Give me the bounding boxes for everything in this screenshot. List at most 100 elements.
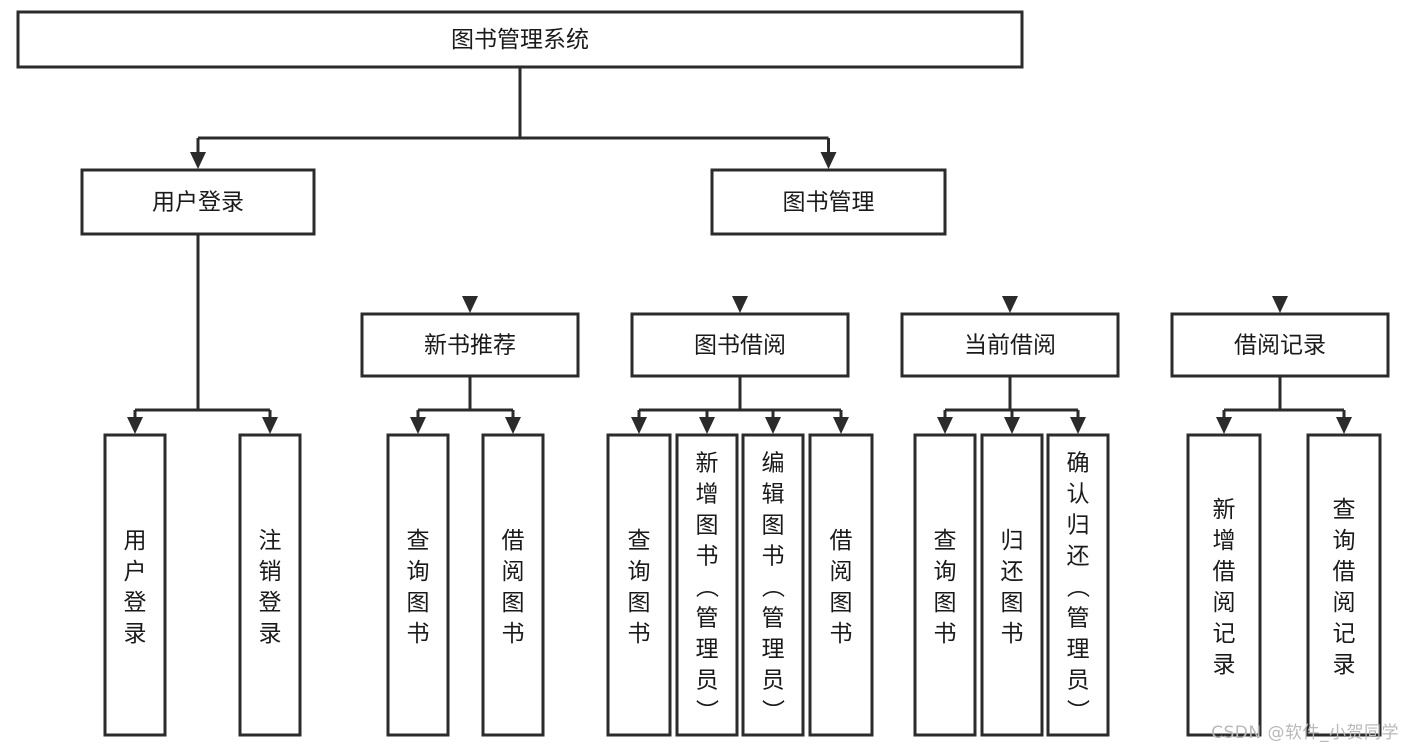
node-label-char: 图	[762, 513, 785, 539]
node-label-char: 编	[762, 451, 785, 477]
edges-layer	[127, 67, 1352, 434]
node-label-char: 书	[830, 621, 853, 647]
node-label-char: 登	[259, 590, 282, 616]
node-label-char: 借	[830, 528, 853, 554]
node-label-char: 查	[628, 528, 651, 554]
node-box[interactable]	[360, 312, 580, 378]
edge-arrow-icon	[1336, 417, 1352, 434]
node-label-char: 管	[1067, 606, 1090, 632]
node-label-char: 增	[1213, 528, 1236, 554]
node-label-char: 图	[934, 590, 957, 616]
edge-arrow-icon	[127, 417, 143, 434]
node-box[interactable]	[980, 433, 1044, 737]
edge-arrow-icon	[699, 417, 715, 434]
node-leaf-0[interactable]: 用户登录	[103, 433, 167, 737]
node-label-char: （	[693, 575, 719, 598]
edge-arrow-icon	[1272, 296, 1288, 313]
node-label-char: 书	[502, 621, 525, 647]
node-label-char: 理	[762, 637, 785, 663]
node-box[interactable]	[630, 312, 850, 378]
node-box[interactable]	[900, 312, 1120, 378]
node-box[interactable]	[16, 10, 1024, 69]
node-label-char: 员	[696, 668, 719, 694]
node-label-char: 图	[696, 513, 719, 539]
edge-arrow-icon	[631, 417, 647, 434]
node-label-char: 图	[830, 590, 853, 616]
edge-arrow-icon	[732, 296, 748, 313]
node-root[interactable]: 图书管理系统	[16, 10, 1024, 69]
node-box[interactable]	[238, 433, 302, 737]
node-box[interactable]	[80, 168, 316, 236]
node-new-book-rec[interactable]: 新书推荐	[360, 312, 580, 378]
node-label-char: 录	[1333, 652, 1356, 678]
node-label-char: 记	[1213, 621, 1236, 647]
node-user-login[interactable]: 用户登录	[80, 168, 316, 236]
node-book-borrow[interactable]: 图书借阅	[630, 312, 850, 378]
node-label-char: 阅	[1333, 590, 1356, 616]
node-label-char: 图	[628, 590, 651, 616]
node-label-char: 查	[1333, 497, 1356, 523]
node-label-char: 阅	[1213, 590, 1236, 616]
node-box[interactable]	[808, 433, 874, 737]
node-label-char: 借	[1333, 559, 1356, 585]
node-box[interactable]	[741, 433, 805, 737]
edge-arrow-icon	[1216, 417, 1232, 434]
node-label-char: 辑	[762, 482, 785, 508]
node-box[interactable]	[481, 433, 545, 737]
node-box[interactable]	[606, 433, 672, 737]
node-label: 当前借阅	[964, 333, 1056, 359]
node-label-char: 书	[407, 621, 430, 647]
edge-arrow-icon	[1002, 296, 1018, 313]
node-box[interactable]	[103, 433, 167, 737]
node-box[interactable]	[1306, 433, 1382, 737]
node-box[interactable]	[675, 433, 739, 737]
node-box[interactable]	[710, 168, 947, 236]
node-label-char: 管	[762, 606, 785, 632]
node-borrow-record[interactable]: 借阅记录	[1170, 312, 1390, 378]
node-box[interactable]	[1170, 312, 1390, 378]
nodes-layer: 图书管理系统用户登录图书管理新书推荐图书借阅当前借阅借阅记录用户登录注销登录查询…	[16, 10, 1390, 737]
node-label-char: 户	[124, 559, 147, 585]
node-box[interactable]	[913, 433, 977, 737]
node-label-char: 录	[259, 621, 282, 647]
node-label-char: ）	[759, 699, 785, 722]
node-label-char: 阅	[830, 559, 853, 585]
node-label-char: 登	[124, 590, 147, 616]
node-box[interactable]	[386, 433, 450, 737]
node-label-char: 认	[1067, 482, 1090, 508]
edge-arrow-icon	[410, 417, 426, 434]
node-label-char: 图	[1001, 590, 1024, 616]
node-label-char: 新	[1213, 497, 1236, 523]
node-label-char: 归	[1001, 528, 1024, 554]
node-label-char: 增	[696, 482, 719, 508]
node-box[interactable]	[1186, 433, 1262, 737]
node-label-char: 书	[934, 621, 957, 647]
node-label-char: 还	[1067, 544, 1090, 570]
edge-arrow-icon	[262, 417, 278, 434]
edge-arrow-icon	[820, 152, 837, 169]
watermark-text: CSDN @软件_小贺同学	[1211, 723, 1399, 743]
edge-arrow-icon	[833, 417, 849, 434]
node-book-manage[interactable]: 图书管理	[710, 168, 947, 236]
node-label-char: 还	[1001, 559, 1024, 585]
node-label-char: 借	[1213, 559, 1236, 585]
node-label-char: 归	[1067, 513, 1090, 539]
node-label-char: 书	[696, 544, 719, 570]
node-box[interactable]	[1046, 433, 1110, 737]
node-label: 借阅记录	[1234, 333, 1326, 359]
node-current-borrow[interactable]: 当前借阅	[900, 312, 1120, 378]
